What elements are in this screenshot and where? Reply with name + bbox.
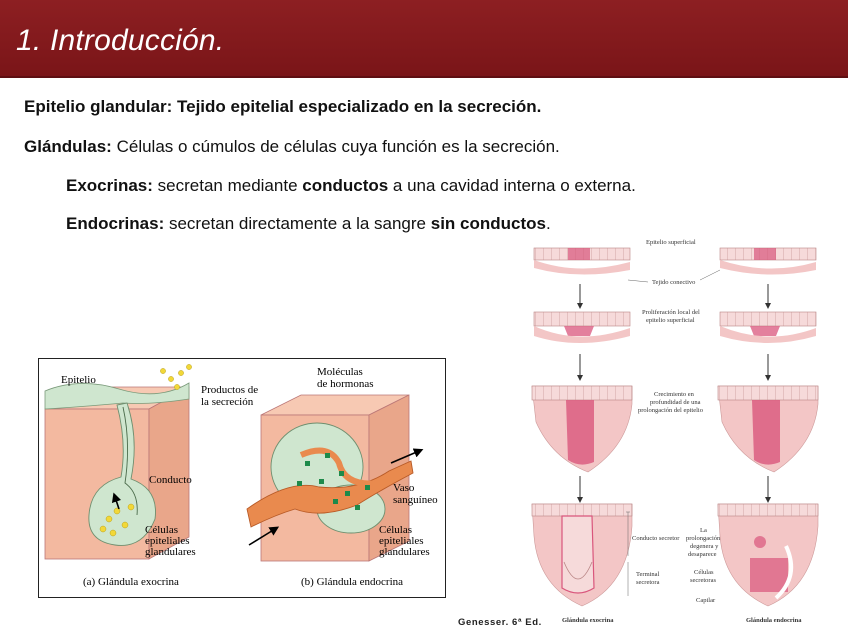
term-sin-conductos: sin conductos (431, 214, 546, 233)
slide-title: 1. Introducción. (16, 24, 224, 58)
label-conducto: Conducto (149, 474, 192, 486)
definition-epitelio-glandular: Epitelio glandular: Tejido epitelial esp… (24, 97, 541, 117)
term-endocrinas: Endocrinas: (66, 214, 164, 233)
definition-endocrinas: Endocrinas: secretan directamente a la s… (66, 214, 551, 234)
text-exocrinas-mid: secretan mediante (153, 176, 302, 195)
label-epitelio-superficial: Epitelio superficial (646, 239, 696, 246)
caption-endocrine: (b) Glándula endocrina (301, 576, 403, 588)
figure-gland-development: Epitelio superficial Tejido conectivo Pr… (528, 236, 832, 624)
text-exocrinas-end: a una cavidad interna o externa. (388, 176, 636, 195)
label-crecimiento-1: Crecimiento en (654, 391, 695, 398)
label-celulas-3: glandulares (145, 546, 196, 558)
definition-glandulas: Glándulas: Células o cúmulos de células … (24, 137, 560, 157)
label-conducto-secretor: Conducto secretor (632, 535, 680, 542)
definition-exocrinas: Exocrinas: secretan mediante conductos a… (66, 176, 636, 196)
caption-development-endocrine: Glándula endocrina (746, 617, 802, 624)
label-productos-1: Productos de (201, 384, 258, 396)
label-vaso-2: sanguíneo (393, 494, 438, 506)
label-terminal-2: secretora (636, 579, 660, 586)
label-prolongacion-1: La (700, 527, 707, 534)
label-prolongacion-3: degenera y (690, 543, 719, 550)
citation: Genesser. 6ª Ed. (458, 617, 542, 628)
label-proliferacion-1: Proliferación local del (642, 309, 700, 316)
slide-header: 1. Introducción. (0, 0, 848, 78)
term-exocrinas: Exocrinas: (66, 176, 153, 195)
text-endocrinas-mid: secretan directamente a la sangre (164, 214, 430, 233)
stage-surface-epithelium (534, 248, 816, 275)
caption-exocrine: (a) Glándula exocrina (83, 576, 179, 588)
label-vaso-1: Vaso (393, 482, 415, 494)
label-epitelio: Epitelio (61, 374, 96, 386)
label-tejido-conectivo: Tejido conectivo (652, 279, 695, 286)
label-celulas-sec-1: Células (694, 569, 714, 576)
caption-development-exocrine: Glándula exocrina (562, 617, 614, 624)
label-celulas-sec-2: secretoras (690, 577, 716, 584)
stage-final-glands (532, 504, 818, 606)
gland-types-illustration: Epitelio Productos de la secreción Condu… (39, 359, 445, 597)
label-celulas-b-3: glandulares (379, 546, 430, 558)
text-glandulas: Células o cúmulos de células cuya funció… (112, 137, 560, 156)
term-glandulas: Glándulas: (24, 137, 112, 156)
term-conductos: conductos (302, 176, 388, 195)
label-prolongacion-2: prolongación (686, 535, 721, 542)
label-terminal-1: Terminal (636, 571, 660, 578)
label-capilar: Capilar (696, 597, 716, 604)
label-moleculas-1: Moléculas (317, 366, 363, 378)
label-crecimiento-3: prolongación del epitelio (638, 407, 703, 414)
label-proliferacion-2: epitelio superficial (646, 317, 695, 324)
figure-gland-types: Epitelio Productos de la secreción Condu… (38, 358, 446, 598)
label-prolongacion-4: desaparece (688, 551, 717, 558)
label-crecimiento-2: profundidad de una (650, 399, 701, 406)
label-moleculas-2: de hormonas (317, 378, 374, 390)
gland-development-illustration: Epitelio superficial Tejido conectivo Pr… (528, 236, 832, 624)
label-productos-2: la secreción (201, 396, 254, 408)
text-endocrinas-end: . (546, 214, 551, 233)
